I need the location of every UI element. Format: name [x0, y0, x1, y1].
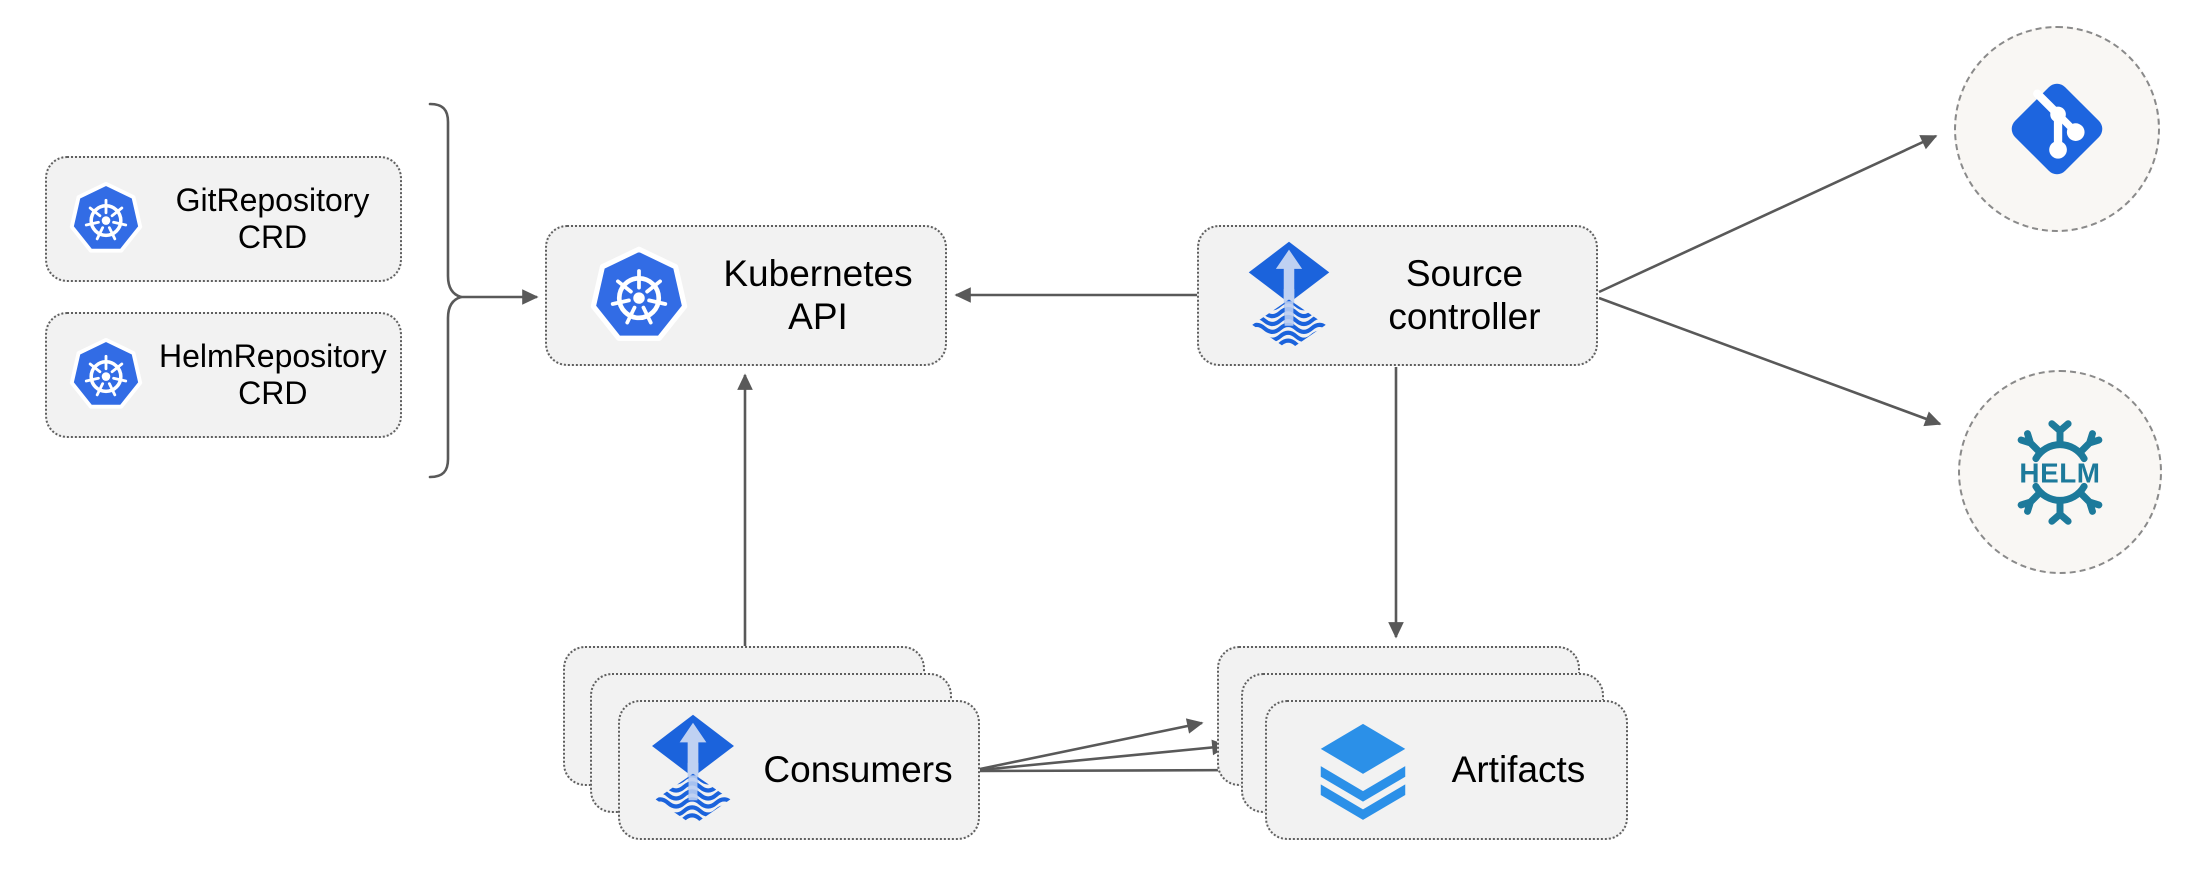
kubernetes-icon	[67, 336, 145, 414]
node-git-repository	[1954, 26, 2160, 232]
node-source-controller: Source controller	[1197, 225, 1598, 366]
edge-consumers-to-artifacts-middle	[979, 739, 1229, 772]
node-kubernetes-api: Kubernetes API	[545, 225, 947, 366]
node-artifacts-stack: Artifacts	[1217, 646, 1629, 841]
node-artifacts: Artifacts	[1265, 700, 1628, 840]
helm-logo-text: HELM	[2019, 457, 2100, 488]
flux-source-icon	[648, 713, 738, 827]
node-label-artifacts: Artifacts	[1451, 748, 1586, 790]
node-label-consumers: Consumers	[763, 748, 953, 790]
node-label-git-repository-crd: GitRepository CRD	[175, 181, 370, 255]
node-git-repository-crd: GitRepository CRD	[45, 156, 402, 282]
flux-source-icon	[1245, 240, 1333, 352]
node-consumers-stack: Consumers	[563, 646, 981, 841]
edge-crds-bracket	[428, 102, 466, 479]
node-label-helm-repository-crd: HelmRepository CRD	[159, 337, 387, 411]
kubernetes-icon	[67, 180, 145, 258]
node-label-kubernetes-api: Kubernetes API	[723, 252, 913, 337]
edge-consumers-to-artifacts-back	[979, 718, 1204, 771]
node-helm-repository-crd: HelmRepository CRD	[45, 312, 402, 438]
kubernetes-icon	[587, 244, 691, 348]
git-icon	[2005, 77, 2109, 181]
layers-icon	[1315, 720, 1411, 820]
node-helm-repository: HELM	[1958, 370, 2162, 574]
node-consumers: Consumers	[618, 700, 980, 840]
helm-icon: HELM	[2002, 419, 2118, 526]
edge-source-controller-to-git-repository	[1598, 134, 1938, 294]
edge-consumers-to-artifacts-front	[979, 762, 1257, 778]
node-label-source-controller: Source controller	[1388, 252, 1541, 337]
edge-source-controller-to-helm-repository	[1598, 296, 1942, 427]
